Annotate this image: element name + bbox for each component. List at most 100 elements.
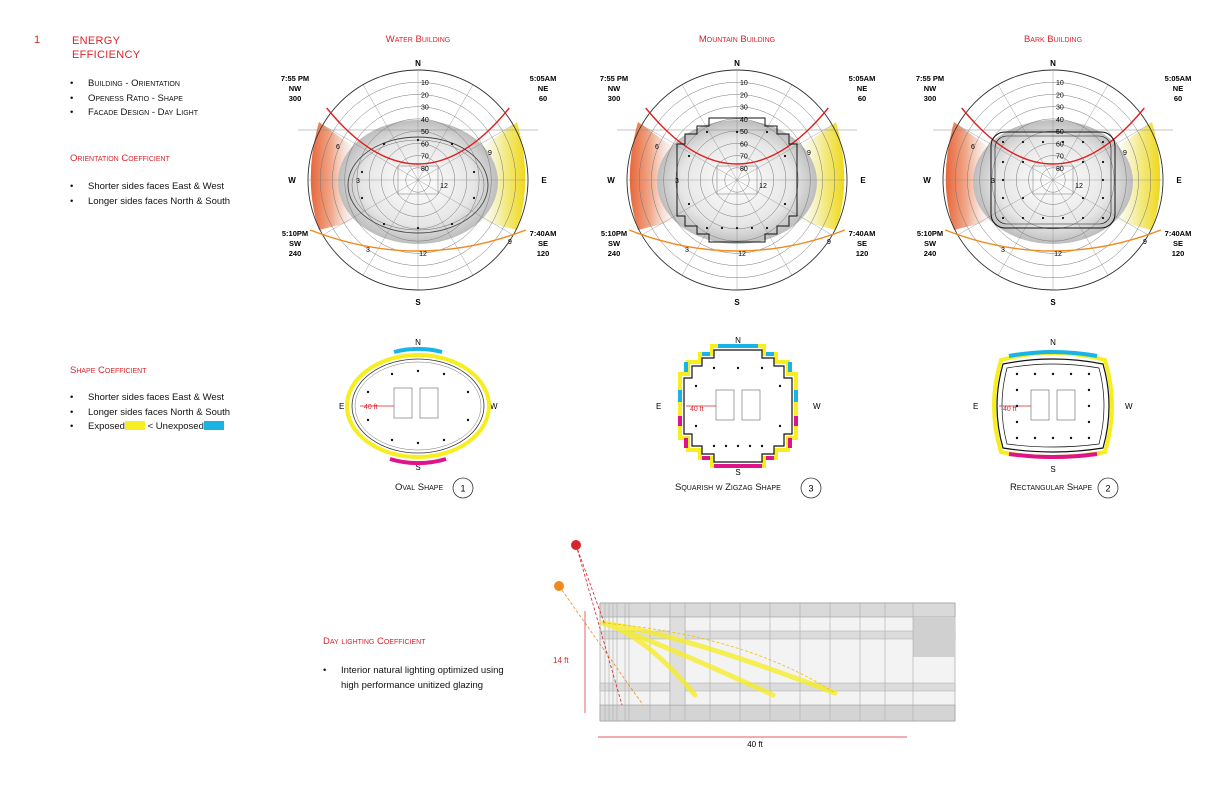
- nw-direction-label: NW: [924, 84, 937, 93]
- plan-zigzag: N S E W 40 ft: [656, 336, 821, 475]
- exposed-facade: [345, 353, 491, 459]
- ne-direction-label: NE: [538, 84, 548, 93]
- column: [1081, 160, 1085, 164]
- altitude-label: 40: [740, 117, 748, 124]
- azimuth-line: [362, 179, 419, 276]
- sun-ray-high: [575, 544, 623, 706]
- ne-time-label: 5:05AM: [849, 74, 876, 83]
- building-title-mountain: Mountain Building: [698, 34, 776, 45]
- orientation-list: Shorter sides faces East & West Longer s…: [70, 180, 230, 209]
- winter-sun-path: [944, 229, 1162, 252]
- plan-south-label: S: [415, 463, 420, 472]
- ne-direction-label: NE: [857, 84, 867, 93]
- west-label: W: [923, 176, 931, 185]
- intro-item: Building - Orientation: [70, 77, 198, 92]
- hour-label: 9: [1123, 150, 1127, 157]
- hour-label: 9: [807, 150, 811, 157]
- east-label: E: [1176, 176, 1182, 185]
- north-label: N: [1050, 59, 1056, 68]
- ne-time-label: 5:05AM: [1165, 74, 1192, 83]
- plan-west-label: W: [1125, 402, 1133, 411]
- hour-label: 9: [508, 239, 512, 246]
- column: [1081, 216, 1085, 220]
- summer-sun-path: [326, 107, 510, 165]
- azimuth-line: [417, 124, 514, 181]
- columns: [1015, 372, 1091, 440]
- plan-north-label: N: [1050, 338, 1056, 347]
- se-direction-label: SE: [1173, 239, 1183, 248]
- daylight-heading: Day lighting Coefficient: [323, 636, 426, 647]
- azimuth-line: [736, 179, 833, 236]
- ne-degree-label: 60: [1174, 94, 1182, 103]
- hour-label: 3: [685, 247, 689, 254]
- floor-outline: [351, 358, 485, 454]
- plan-oval: N S E W 40 ft: [339, 338, 498, 472]
- ne-degree-label: 60: [539, 94, 547, 103]
- plan-west-label: W: [813, 402, 821, 411]
- building-footprint: [676, 117, 798, 243]
- west-label: W: [288, 176, 296, 185]
- altitude-label: 50: [1056, 129, 1064, 136]
- unexposed-swatch: [203, 421, 224, 430]
- column: [1001, 140, 1005, 144]
- altitude-label: 70: [421, 154, 429, 161]
- core: [1056, 389, 1076, 421]
- daylight-list: Interior natural lighting optimized usin…: [323, 664, 504, 693]
- plan-west-label: W: [490, 402, 498, 411]
- plan-dimension: 40 ft: [690, 406, 704, 413]
- exposed-label: Exposed: [88, 421, 125, 432]
- altitude-label: 50: [740, 129, 748, 136]
- plan-east-label: E: [973, 402, 978, 411]
- section-number: 1: [34, 34, 41, 46]
- exposed-swatch: [124, 421, 145, 430]
- altitude-label: 50: [421, 129, 429, 136]
- north-label: N: [734, 59, 740, 68]
- daylight-line1: Interior natural lighting optimized usin…: [341, 665, 504, 676]
- building-footprint: [990, 131, 1116, 229]
- shape-list: Shorter sides faces East & West Longer s…: [70, 391, 230, 435]
- east-label: E: [860, 176, 866, 185]
- intro-item: Facade Design - Day Light: [70, 106, 198, 121]
- hour-label: 12: [419, 251, 427, 258]
- altitude-label: 10: [421, 80, 429, 87]
- altitude-label: 10: [740, 80, 748, 87]
- nw-direction-label: NW: [289, 84, 302, 93]
- shape-item: Longer sides faces North & South: [70, 406, 230, 421]
- slab-bottom: [599, 704, 956, 722]
- unexposed-label: < Unexposed: [147, 421, 204, 432]
- altitude-label: 70: [740, 154, 748, 161]
- east-label: E: [541, 176, 547, 185]
- column: [783, 154, 787, 158]
- core: [1032, 165, 1074, 195]
- orientation-heading: Orientation Coefficient: [70, 153, 170, 164]
- hour-label: 3: [1001, 247, 1005, 254]
- sw-time-label: 5:10PM: [282, 229, 308, 238]
- hour-label: 6: [971, 144, 975, 151]
- azimuth-line: [736, 179, 793, 276]
- altitude-label: 30: [740, 105, 748, 112]
- hour-label: 9: [1143, 239, 1147, 246]
- nw-time-label: 7:55 PM: [600, 74, 628, 83]
- column: [750, 226, 754, 230]
- section-title-line1: ENERGY: [72, 35, 121, 47]
- plan-north-label: N: [415, 338, 421, 347]
- column: [735, 130, 739, 134]
- altitude-label: 20: [1056, 92, 1064, 99]
- column: [1001, 178, 1005, 182]
- hour-label: 9: [827, 239, 831, 246]
- south-facade: [678, 416, 798, 468]
- column: [450, 222, 454, 226]
- column: [1081, 140, 1085, 144]
- core: [397, 165, 439, 195]
- shape-heading: Shape Coefficient: [70, 365, 147, 376]
- column: [1101, 140, 1105, 144]
- column: [416, 226, 420, 230]
- altitude-label: 30: [1056, 105, 1064, 112]
- summer-sun-path: [961, 107, 1145, 165]
- section-title-line2: EFFICIENCY: [72, 49, 141, 61]
- height-dimension: 14 ft: [553, 656, 569, 665]
- nw-time-label: 7:55 PM: [916, 74, 944, 83]
- altitude-label: 80: [1056, 166, 1064, 173]
- column: [1061, 140, 1065, 144]
